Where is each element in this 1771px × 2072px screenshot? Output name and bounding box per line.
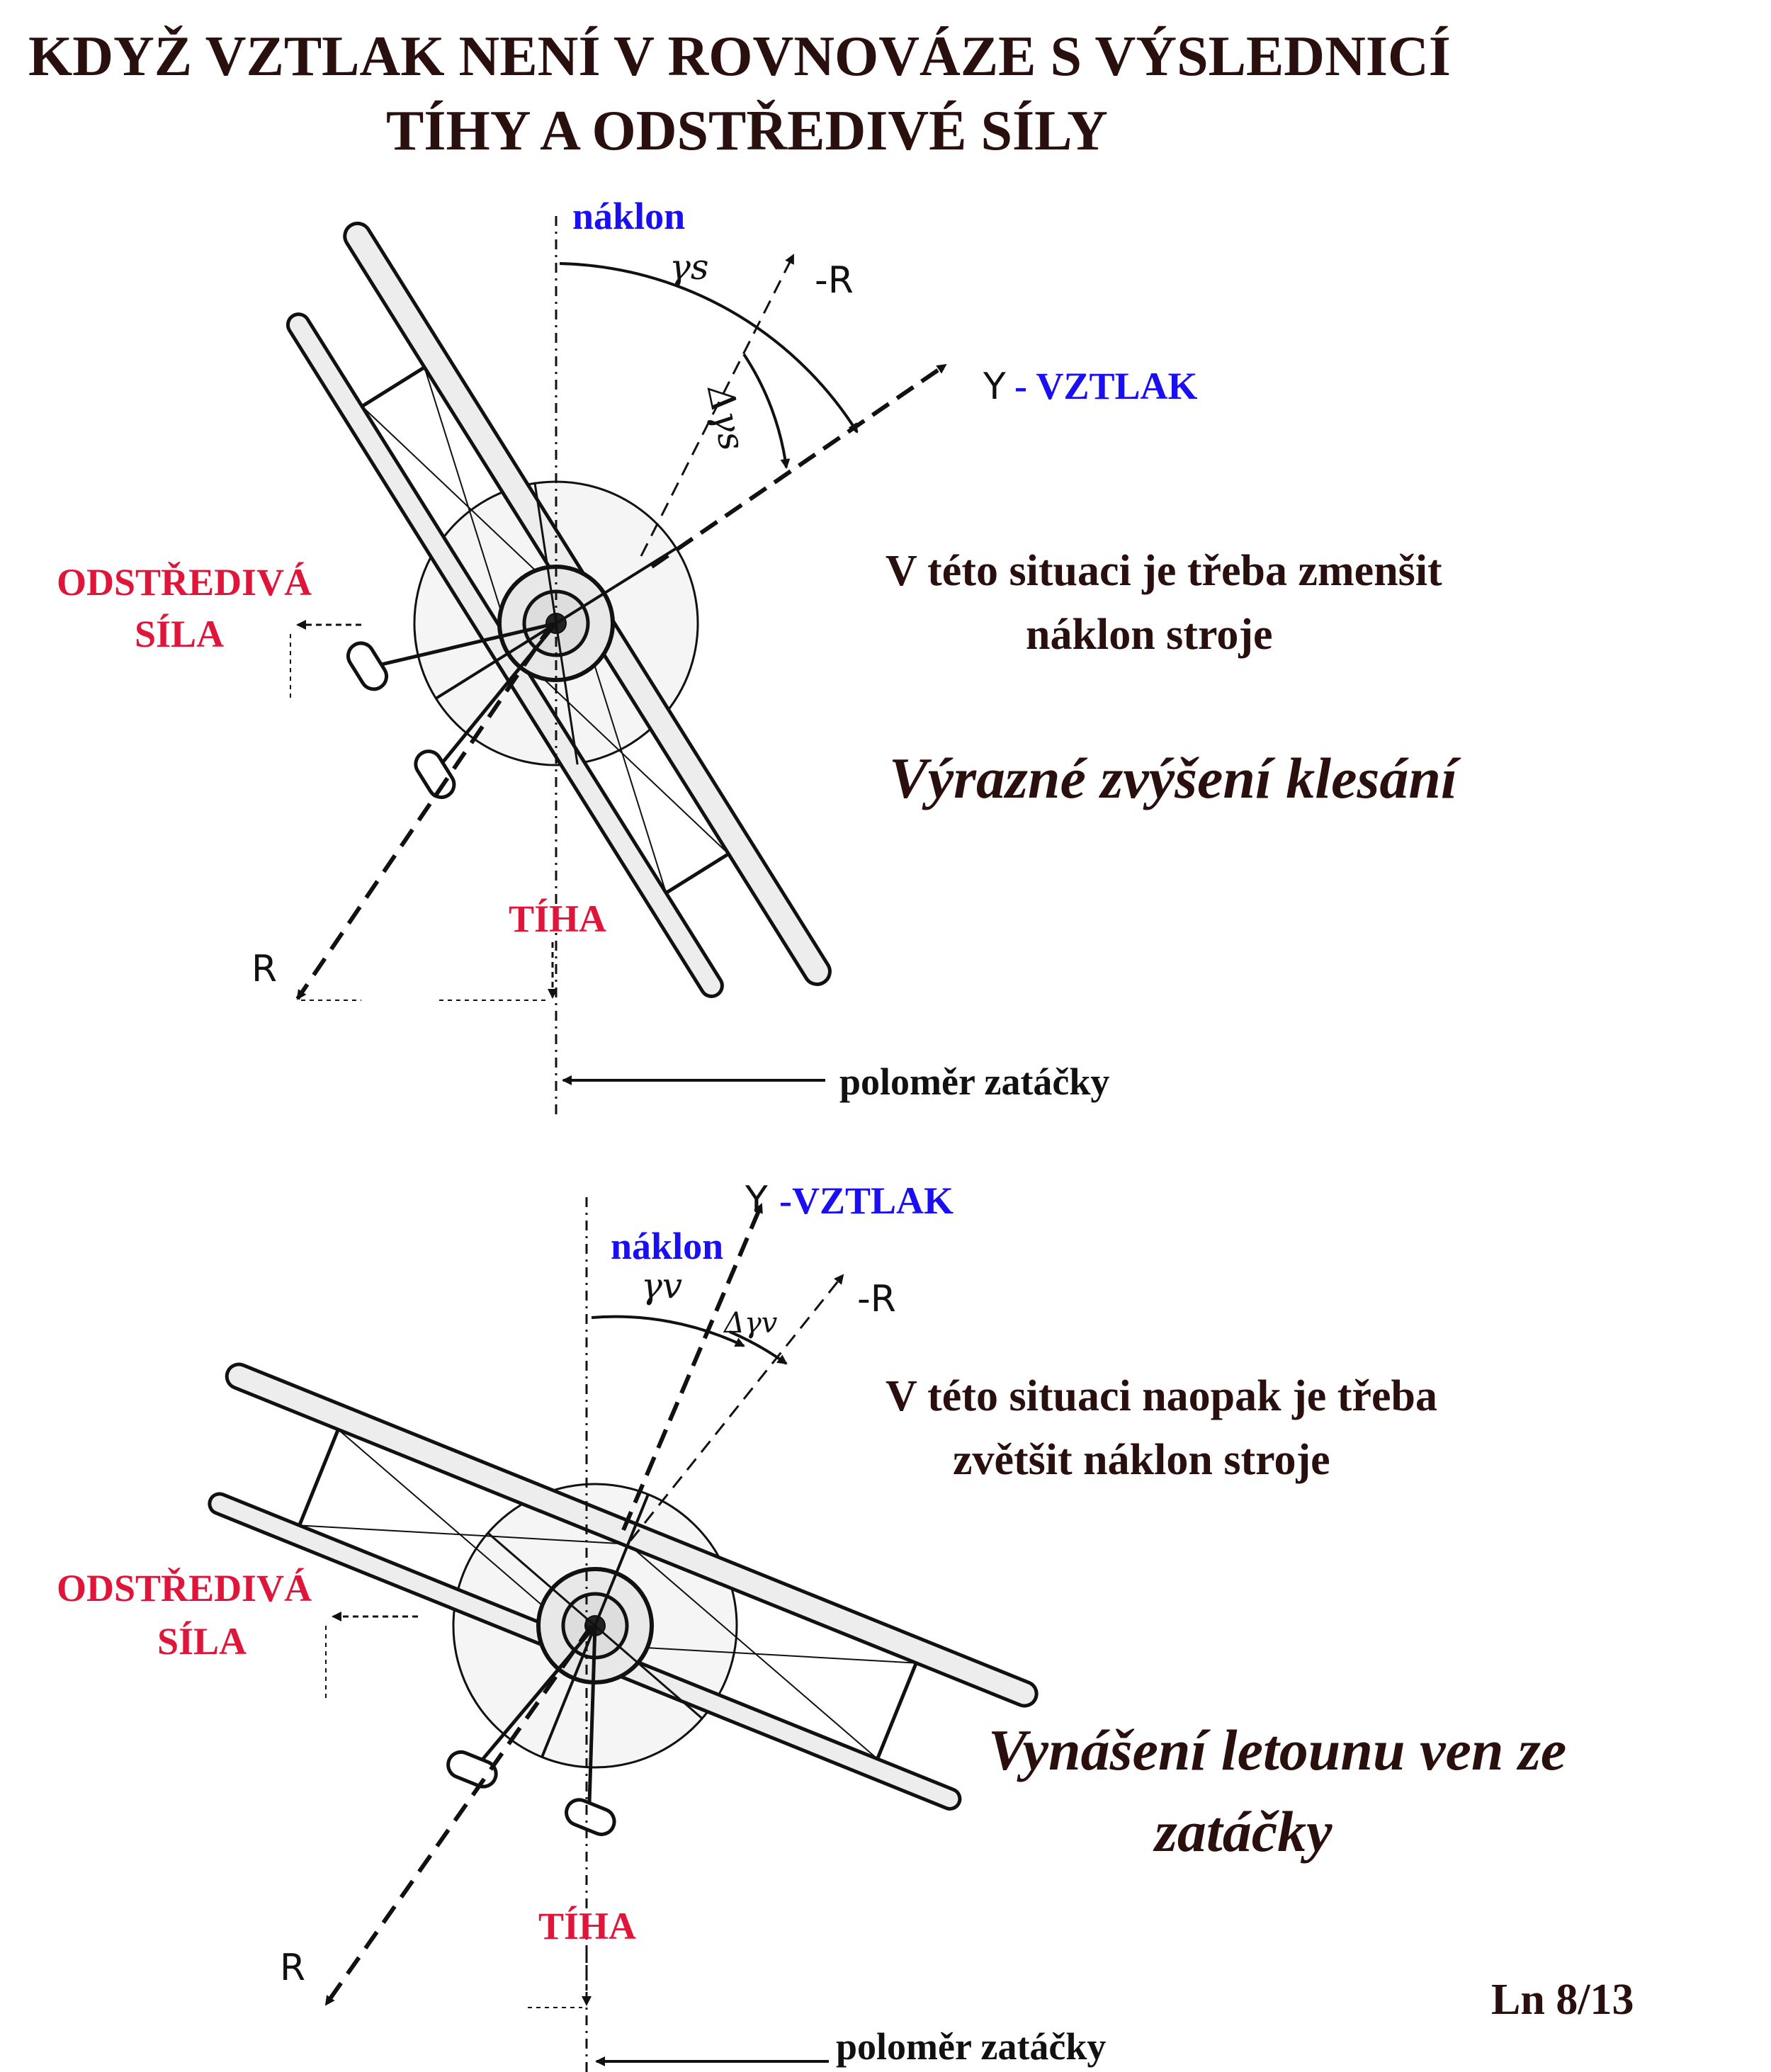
bottom-y-label: Y <box>745 1179 768 1221</box>
top-polomer-label: poloměr zatáčky <box>839 1060 1110 1103</box>
top-odstrediva-line-2: SÍLA <box>135 613 225 655</box>
bottom-r-arrow <box>324 1624 594 2006</box>
bottom-gamma-arc <box>591 1315 745 1347</box>
bottom-minus-r-label: -R <box>857 1278 896 1320</box>
bottom-biplane-drawing <box>208 1197 1039 2072</box>
bottom-tiha-label: TÍHA <box>538 1905 637 1947</box>
top-lift-arrow <box>650 363 947 569</box>
top-r-arrow <box>295 622 555 1000</box>
top-gamma-arc <box>559 262 859 434</box>
page-reference: Ln 8/13 <box>1491 1976 1634 2024</box>
top-note-line-2: náklon stroje <box>1026 611 1273 659</box>
bottom-note-line-2: zvětšit náklon stroje <box>953 1436 1330 1484</box>
bottom-effect-line-2: zatáčky <box>1155 1799 1333 1864</box>
top-tiha-label: TÍHA <box>509 898 607 940</box>
bottom-odstrediva-line-2: SÍLA <box>157 1620 247 1663</box>
top-note-line-1: V této situaci je třeba zmenšit <box>886 547 1442 595</box>
top-vztlak-label: - VZTLAK <box>1014 365 1198 407</box>
top-gamma-label: γs <box>669 247 709 288</box>
bottom-gamma-label: γv <box>641 1265 683 1306</box>
bottom-r-label: R <box>280 1947 306 1989</box>
bottom-polomer-label: poloměr zatáčky <box>836 2025 1107 2068</box>
title-line-2: TÍHY A ODSTŘEDIVÉ SÍLY <box>386 100 1108 162</box>
top-biplane-drawing <box>285 216 947 1116</box>
top-r-label: R <box>251 948 278 990</box>
bottom-biplane <box>208 1362 1039 1837</box>
bottom-naklon-label: náklon <box>611 1225 724 1267</box>
bottom-effect-line-1: Vynášení letounu ven ze <box>988 1718 1567 1782</box>
bottom-delta-arc <box>729 1330 788 1365</box>
bottom-delta-gamma-label: Δγv <box>724 1307 778 1340</box>
top-minus-r-arrow <box>640 254 795 557</box>
bottom-minus-r-arrow <box>629 1274 844 1541</box>
bottom-odstrediva-line-1: ODSTŘEDIVÁ <box>57 1567 312 1609</box>
bottom-note-line-1: V této situaci naopak je třeba <box>886 1372 1437 1420</box>
top-odstrediva-line-1: ODSTŘEDIVÁ <box>57 561 312 604</box>
title-line-1: KDYŽ VZTLAK NENÍ V ROVNOVÁZE S VÝSLEDNIC… <box>28 26 1451 88</box>
top-minus-r-label: -R <box>815 259 854 302</box>
top-delta-arc <box>742 353 791 469</box>
bottom-vztlak-label: -VZTLAK <box>779 1179 954 1222</box>
top-effect-text: Výrazné zvýšení klesání <box>889 746 1457 810</box>
top-naklon-label: náklon <box>572 195 686 237</box>
top-y-label: Y <box>983 366 1006 408</box>
